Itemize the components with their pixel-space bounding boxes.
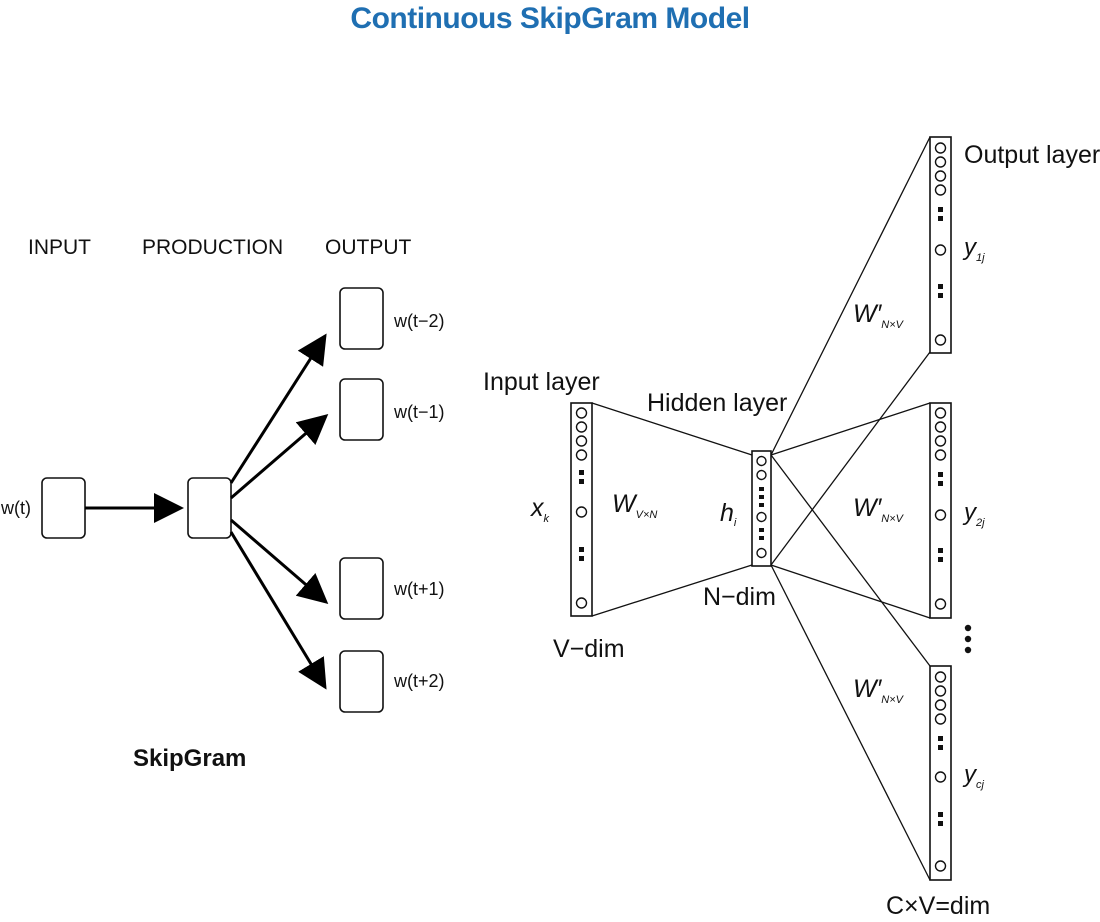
output-layer-2-nodes <box>934 407 947 610</box>
input-word-box <box>41 477 86 539</box>
diagram-title: Continuous SkipGram Model <box>350 2 750 35</box>
output-word-label-4: w(t+2) <box>393 671 445 691</box>
projection-box <box>187 477 232 539</box>
input-word-label: w(t) <box>0 498 31 518</box>
connector-hidden-out2-top <box>770 402 931 456</box>
arrow-to-output-4 <box>229 531 327 690</box>
output-word-label-3: w(t+1) <box>393 579 445 599</box>
connector-hidden-outc-top <box>770 454 931 667</box>
output-value-symbol-2: y2j <box>962 499 985 529</box>
arrow-to-output-2 <box>230 414 329 500</box>
input-layer-ellipsis <box>579 470 584 561</box>
connector-hidden-out1-bottom <box>770 351 931 566</box>
input-vector-symbol: xk <box>530 494 550 525</box>
output-word-box-4 <box>339 650 384 713</box>
output-value-symbol-1: y1j <box>962 234 985 264</box>
output-layer-c-nodes <box>934 671 947 872</box>
output-weight-symbol-1: W′N×V <box>853 300 905 331</box>
skipgram-caption: SkipGram <box>133 745 246 772</box>
hidden-layer-vector <box>751 450 772 567</box>
output-layers-ellipsis <box>964 624 972 654</box>
output-value-symbol-c: ycj <box>962 761 985 791</box>
output-layer-1-ellipsis <box>938 207 943 298</box>
hidden-layer-nodes <box>756 455 767 559</box>
output-weight-symbol-2: W′N×V <box>853 494 905 525</box>
connector-hidden-outc-bottom <box>770 564 931 881</box>
output-word-label-1: w(t−2) <box>393 311 445 331</box>
arrow-to-output-1 <box>229 333 327 484</box>
output-word-label-2: w(t−1) <box>393 402 445 422</box>
column-label-input: INPUT <box>28 236 91 259</box>
output-layer-label: Output layer <box>964 141 1100 169</box>
connector-hidden-out1-top <box>770 136 931 456</box>
input-dimension-label: V−dim <box>553 635 625 663</box>
hidden-dimension-label: N−dim <box>703 583 776 611</box>
column-label-production: PRODUCTION <box>142 236 283 259</box>
input-layer-label: Input layer <box>483 368 600 396</box>
connector-input-bottom <box>591 564 753 617</box>
arrow-to-output-3 <box>230 518 329 604</box>
hidden-vector-symbol: hi <box>720 499 737 529</box>
output-weight-symbol-c: W′N×V <box>853 675 905 706</box>
column-label-output: OUTPUT <box>325 236 412 259</box>
input-layer-nodes <box>575 407 588 609</box>
output-word-box-3 <box>339 557 384 620</box>
output-word-box-1 <box>339 287 384 350</box>
input-weight-symbol: WV×N <box>612 490 657 521</box>
hidden-layer-ellipsis <box>759 487 764 540</box>
connector-input-top <box>591 402 753 456</box>
output-layer-c-ellipsis <box>938 736 943 826</box>
output-word-box-2 <box>339 378 384 441</box>
output-layer-1-nodes <box>934 142 947 346</box>
output-dimension-label: C×V=dim <box>886 892 990 920</box>
connector-hidden-out2-bottom <box>770 564 931 619</box>
output-layer-2-ellipsis <box>938 472 943 562</box>
hidden-layer-label: Hidden layer <box>647 389 787 417</box>
